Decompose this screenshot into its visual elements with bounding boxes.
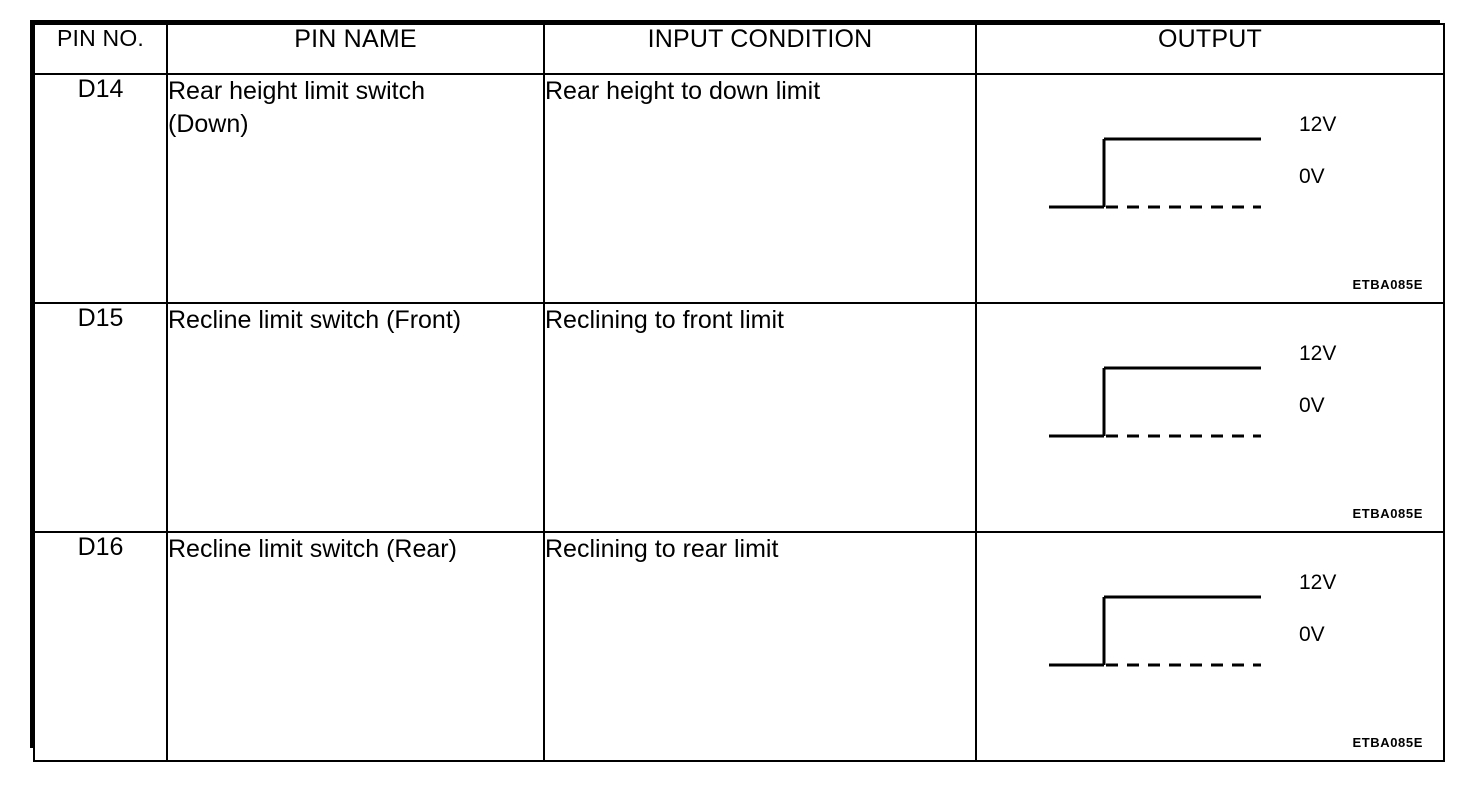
table-header: PIN NO. PIN NAME INPUT CONDITION OUTPUT bbox=[33, 23, 1445, 75]
cell-pin-no: D15 bbox=[33, 302, 168, 533]
figure-reference-code: ETBA085E bbox=[1352, 506, 1423, 521]
cell-pin-name: Recline limit switch (Front) bbox=[166, 302, 545, 533]
column-header-output: OUTPUT bbox=[975, 23, 1445, 75]
voltage-label-high: 12V bbox=[1299, 571, 1337, 594]
table-body: D14 Rear height limit switch (Down) Rear… bbox=[33, 73, 1445, 762]
voltage-label-low: 0V bbox=[1299, 165, 1325, 188]
rising-step-waveform-icon bbox=[1049, 366, 1261, 438]
cell-output: 12V 0V ETBA085E bbox=[975, 531, 1445, 762]
pin-name-line-1: Rear height limit switch bbox=[168, 77, 426, 105]
table-row: D14 Rear height limit switch (Down) Rear… bbox=[33, 73, 1445, 304]
table-row: D15 Recline limit switch (Front) Reclini… bbox=[33, 302, 1445, 533]
pin-name-line-1: Recline limit switch (Front) bbox=[168, 306, 462, 334]
column-header-pin-no: PIN NO. bbox=[33, 23, 168, 75]
cell-pin-name: Rear height limit switch (Down) bbox=[166, 73, 545, 304]
voltage-label-low: 0V bbox=[1299, 394, 1325, 417]
pin-name-line-2: (Down) bbox=[168, 110, 249, 139]
table-grid: PIN NO. PIN NAME INPUT CONDITION OUTPUT … bbox=[33, 23, 1445, 762]
pin-signal-table: PIN NO. PIN NAME INPUT CONDITION OUTPUT … bbox=[30, 20, 1445, 762]
voltage-label-high: 12V bbox=[1299, 113, 1337, 136]
waveform-container: 12V 0V ETBA085E bbox=[977, 75, 1443, 302]
figure-reference-code: ETBA085E bbox=[1352, 277, 1423, 292]
pin-name-line-1: Recline limit switch (Rear) bbox=[168, 535, 457, 563]
cell-input-condition: Rear height to down limit bbox=[543, 73, 977, 304]
header-row: PIN NO. PIN NAME INPUT CONDITION OUTPUT bbox=[33, 23, 1445, 75]
waveform-container: 12V 0V ETBA085E bbox=[977, 533, 1443, 760]
column-header-pin-name: PIN NAME bbox=[166, 23, 545, 75]
column-header-input-condition: INPUT CONDITION bbox=[543, 23, 977, 75]
rising-step-waveform-icon bbox=[1049, 137, 1261, 209]
rising-step-waveform-icon bbox=[1049, 595, 1261, 667]
cell-input-condition: Reclining to rear limit bbox=[543, 531, 977, 762]
cell-pin-no: D16 bbox=[33, 531, 168, 762]
waveform-container: 12V 0V ETBA085E bbox=[977, 304, 1443, 531]
cell-input-condition: Reclining to front limit bbox=[543, 302, 977, 533]
table-row: D16 Recline limit switch (Rear) Reclinin… bbox=[33, 531, 1445, 762]
cell-pin-no: D14 bbox=[33, 73, 168, 304]
voltage-label-high: 12V bbox=[1299, 342, 1337, 365]
figure-reference-code: ETBA085E bbox=[1352, 735, 1423, 750]
voltage-label-low: 0V bbox=[1299, 623, 1325, 646]
cell-output: 12V 0V ETBA085E bbox=[975, 73, 1445, 304]
cell-output: 12V 0V ETBA085E bbox=[975, 302, 1445, 533]
cell-pin-name: Recline limit switch (Rear) bbox=[166, 531, 545, 762]
